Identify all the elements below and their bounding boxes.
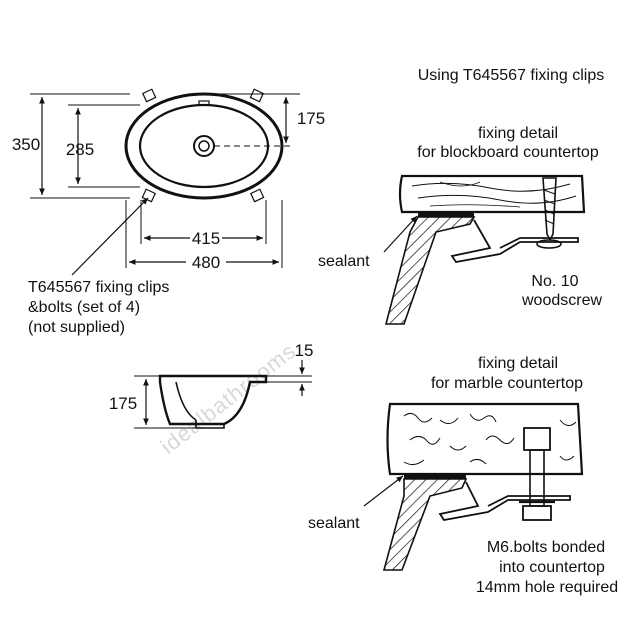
bolt-note-line-1: M6.bolts bonded [487,539,605,556]
blockboard-title-1: fixing detail [478,125,558,142]
clips-note-line-2: &bolts (set of 4) [28,299,140,316]
fixing-clip-markers [141,88,265,203]
blockboard-title-2: for blockboard countertop [417,144,599,161]
m6-bolt [519,427,555,521]
marble-title-1: fixing detail [478,355,558,372]
woodscrew [536,177,562,249]
dimension-480 [125,200,283,268]
sealant-leader-marble [363,475,404,507]
fixing-clip-marble [438,481,571,521]
dimension-175-depth [134,375,196,429]
basin-wall-marble [382,478,468,571]
side-view: 175 15 [109,341,314,429]
basin-outline-side [158,374,268,429]
dimension-285 [68,104,140,188]
sealant-strip-blockboard [418,212,474,217]
dim-label-350: 350 [12,135,40,154]
bolt-note-line-3: 14mm hole required [476,579,618,596]
sealant-strip-marble [404,474,466,479]
marble-detail: fixing detail for marble countertop [308,355,618,596]
bolt-note-line-2: into countertop [499,559,605,576]
watermark: idealbathrooms [156,338,301,459]
dimension-175-offset [204,93,300,143]
clips-leader-line [71,197,149,276]
clips-note: T645567 fixing clips &bolts (set of 4) (… [28,279,169,336]
dim-label-15-rim: 15 [295,341,314,360]
dimension-350 [30,93,130,199]
plan-view: 350 285 175 415 480 [12,88,325,336]
dim-label-175-offset: 175 [297,109,325,128]
fixing-clips-header: Using T645567 fixing clips [418,67,604,84]
basin-outline-plan [124,92,292,200]
screw-note-line-2: woodscrew [521,292,602,309]
dim-label-285: 285 [66,140,94,159]
sealant-label-marble: sealant [308,515,360,532]
marble-title-2: for marble countertop [431,375,583,392]
dim-label-480: 480 [192,253,220,272]
marble-countertop [386,402,584,476]
clips-note-line-1: T645567 fixing clips [28,279,169,296]
sealant-leader-blockboard [383,215,418,253]
clips-note-line-3: (not supplied) [28,319,125,336]
sealant-label-blockboard: sealant [318,253,370,270]
dimension-415 [140,200,267,244]
screw-note-line-1: No. 10 [531,273,578,290]
basin-wall-blockboard [384,216,476,325]
blockboard-detail: fixing detail for blockboard countertop … [318,125,602,325]
dimension-15-rim [266,360,312,396]
dim-label-175-depth: 175 [109,394,137,413]
dim-label-415: 415 [192,229,220,248]
